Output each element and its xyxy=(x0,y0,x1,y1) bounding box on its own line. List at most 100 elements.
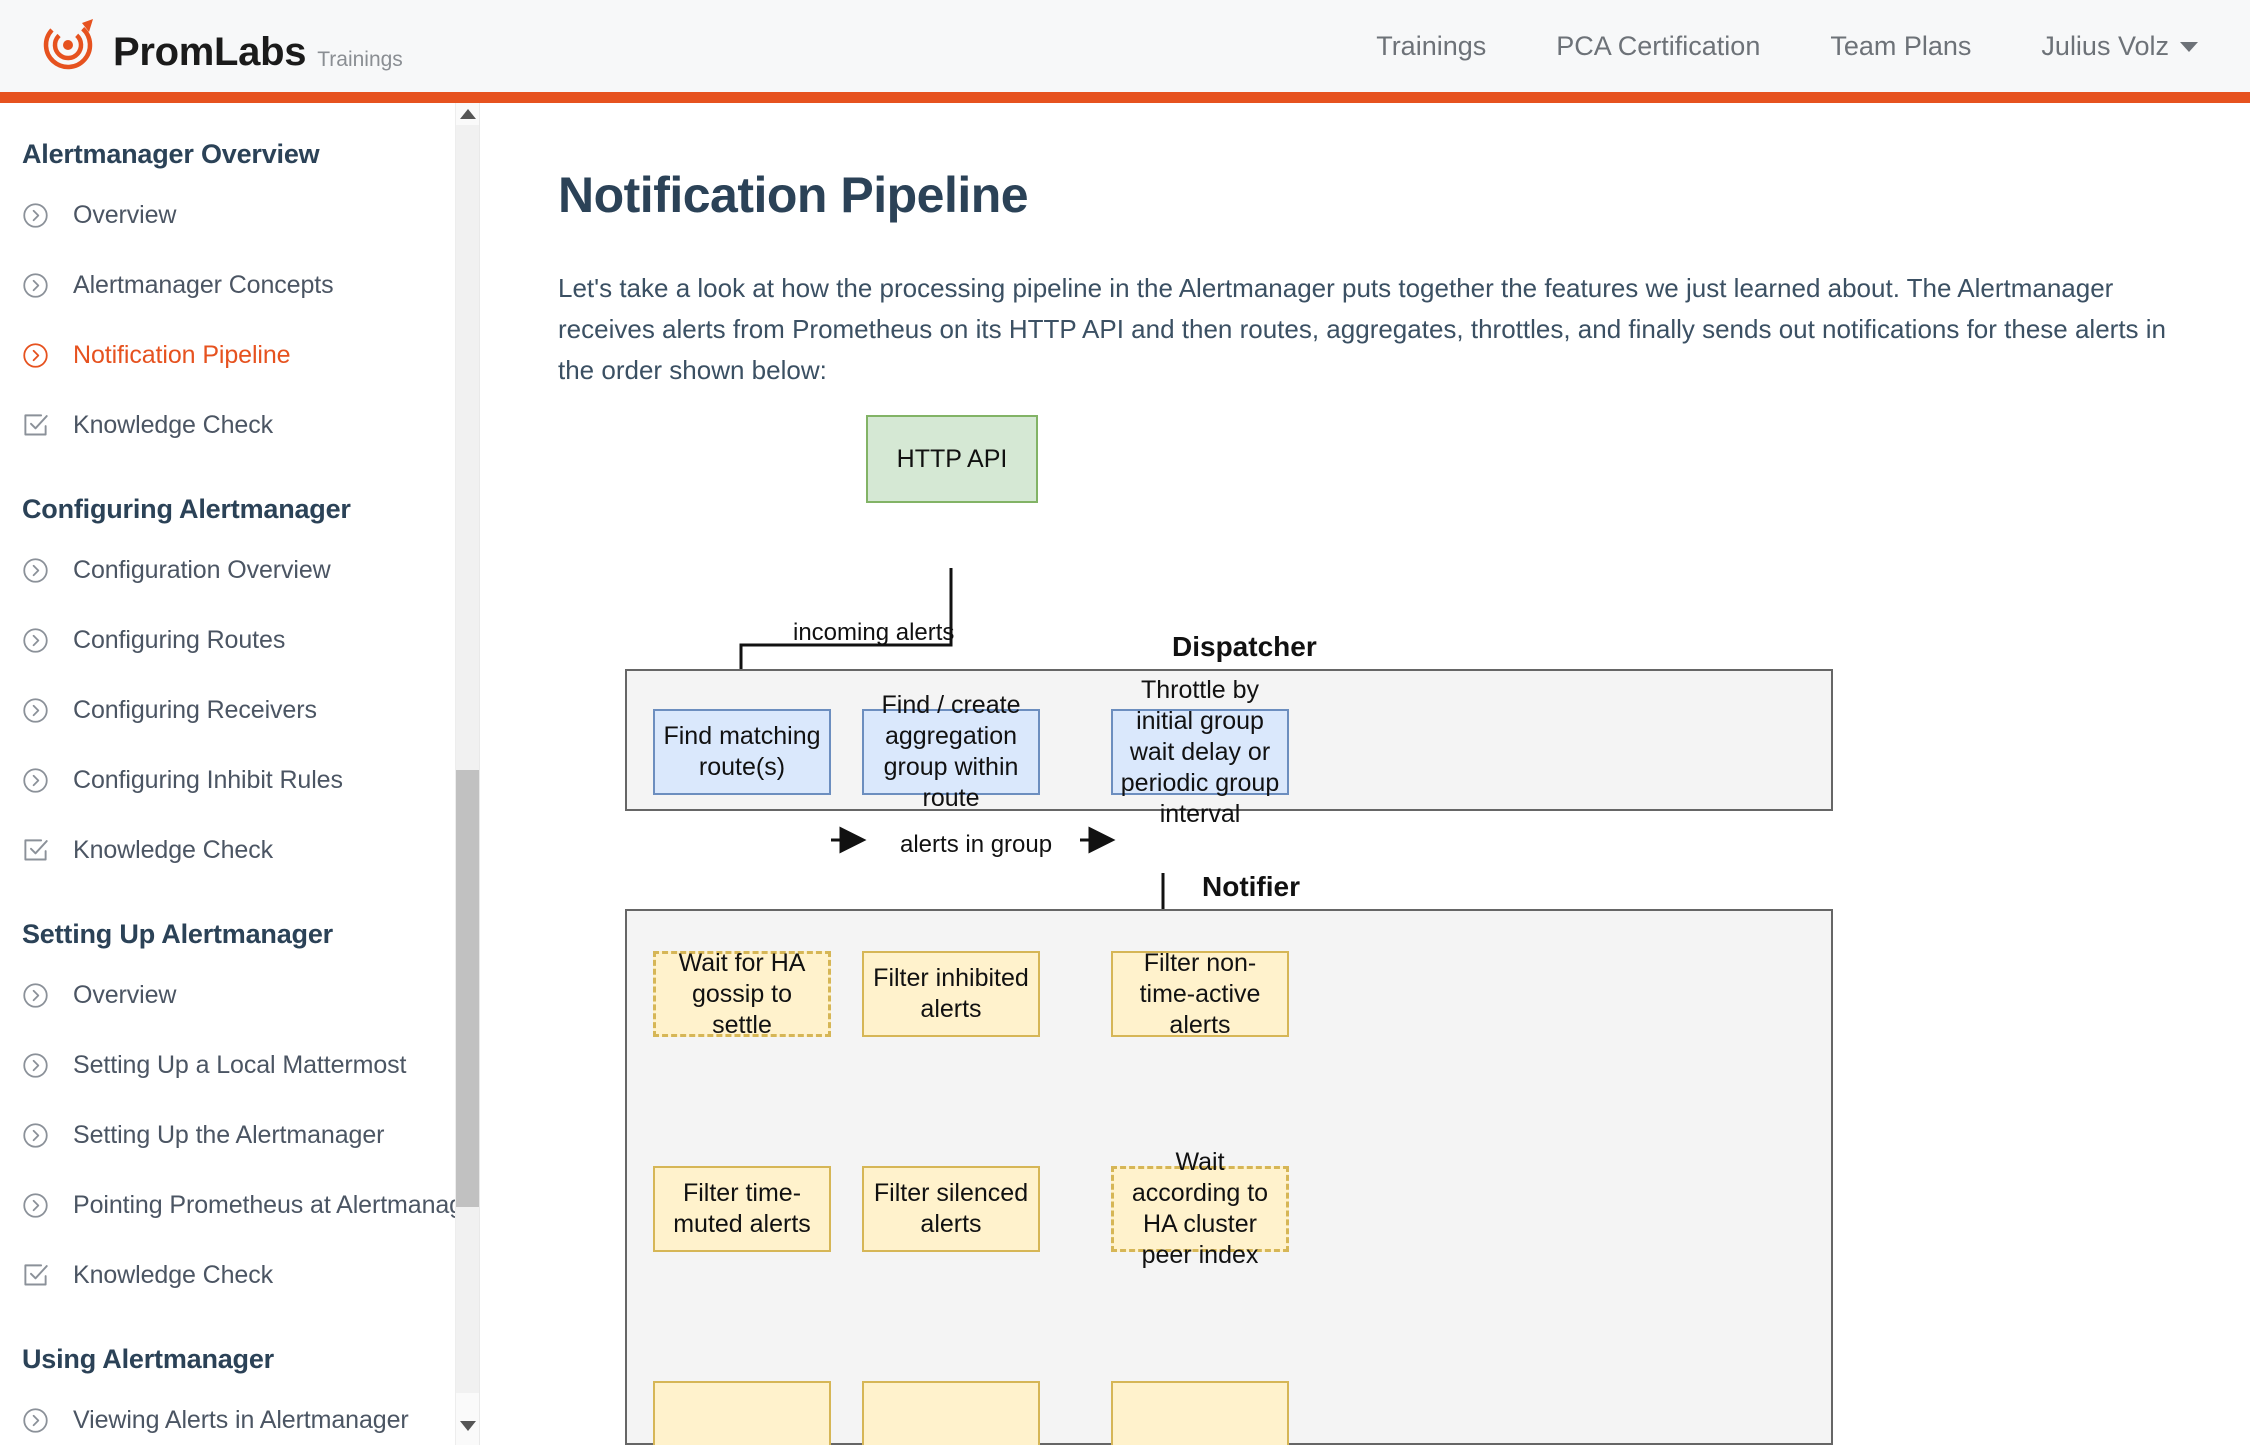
brand-name: PromLabs xyxy=(113,30,307,74)
circle-chevron-right-icon xyxy=(22,557,49,584)
chevron-down-icon xyxy=(2180,42,2198,53)
diagram-node-find-matching-route: Find matching route(s) xyxy=(653,709,831,795)
sidebar-item-label: Setting Up a Local Mattermost xyxy=(73,1050,407,1079)
nav-item-team-plans[interactable]: Team Plans xyxy=(1830,30,1972,61)
checkbox-check-icon xyxy=(22,412,49,439)
sidebar-group-title: Setting Up Alertmanager xyxy=(22,919,333,949)
circle-chevron-right-icon xyxy=(22,1192,49,1219)
sidebar-item-setting-up-the-alertmanager[interactable]: Setting Up the Alertmanager xyxy=(22,1110,455,1160)
circle-chevron-right-icon xyxy=(22,982,49,1009)
sidebar-item-knowledge-check[interactable]: Knowledge Check xyxy=(22,400,455,450)
diagram-node-row3-center xyxy=(862,1381,1040,1445)
diagram-group-label-dispatcher: Dispatcher xyxy=(1172,631,1317,662)
diagram-node-wait-ha-cluster-peer-index: Wait according to HA cluster peer index xyxy=(1111,1148,1289,1269)
sidebar-item-label: Notification Pipeline xyxy=(73,340,291,369)
sidebar-item-notification-pipeline[interactable]: Notification Pipeline xyxy=(22,330,455,380)
nav-item-pca-certification[interactable]: PCA Certification xyxy=(1556,30,1761,61)
page-title: Notification Pipeline xyxy=(558,166,1029,223)
diagram-node-label: Find matching route(s) xyxy=(663,722,821,781)
sidebar-item-label: Viewing Alerts in Alertmanager xyxy=(73,1405,409,1434)
diagram-node-label: Throttle by initial group wait delay or … xyxy=(1120,675,1280,828)
sidebar-item-label: Knowledge Check xyxy=(73,1260,274,1289)
diagram-node-http-api: HTTP API xyxy=(866,415,1038,503)
circle-chevron-right-icon xyxy=(22,1407,49,1434)
sidebar-scrollbar[interactable] xyxy=(455,103,479,1445)
sidebar-item-label: Setting Up the Alertmanager xyxy=(73,1120,385,1149)
circle-chevron-right-icon xyxy=(22,697,49,724)
sidebar-item-label: Alertmanager Concepts xyxy=(73,270,334,299)
diagram-node-find-create-aggregation-group: Find / create aggregation group within r… xyxy=(862,691,1040,812)
checkbox-check-icon xyxy=(22,1262,49,1289)
lesson-intro-paragraph: Let's take a look at how the processing … xyxy=(558,273,2167,385)
diagram-node-filter-inhibited-alerts: Filter inhibited alerts xyxy=(862,951,1040,1037)
diagram-node-wait-for-ha-gossip: Wait for HA gossip to settle xyxy=(653,949,831,1039)
header-accent-rule xyxy=(0,92,2250,103)
sidebar-scrollbar-thumb[interactable] xyxy=(456,770,479,1207)
main-navigation: Trainings PCA Certification Team Plans J… xyxy=(1306,31,2198,62)
sidebar-divider xyxy=(479,103,480,1445)
scroll-down-arrow-icon[interactable] xyxy=(460,1421,476,1431)
promlabs-target-icon xyxy=(42,17,100,75)
sidebar-item-label: Configuring Inhibit Rules xyxy=(73,765,343,794)
sidebar-item-label: Configuring Routes xyxy=(73,625,286,654)
sidebar-group-title: Alertmanager Overview xyxy=(22,139,320,169)
sidebar-item-configuring-inhibit-rules[interactable]: Configuring Inhibit Rules xyxy=(22,755,455,805)
sidebar-item-knowledge-check[interactable]: Knowledge Check xyxy=(22,825,455,875)
diagram-node-label: Filter silenced alerts xyxy=(873,1179,1029,1238)
brand-logo-link[interactable]: PromLabs Trainings xyxy=(42,17,403,75)
circle-chevron-right-icon xyxy=(22,627,49,654)
notification-pipeline-diagram: HTTP API incoming alerts Dispatcher Find… xyxy=(480,103,2250,1445)
brand-subtitle: Trainings xyxy=(317,48,403,71)
diagram-node-throttle-by-group-wait: Throttle by initial group wait delay or … xyxy=(1111,676,1289,828)
sidebar-item-label: Knowledge Check xyxy=(73,410,274,439)
circle-chevron-right-icon xyxy=(22,272,49,299)
checkbox-check-icon xyxy=(22,837,49,864)
sidebar-item-label: Overview xyxy=(73,980,177,1009)
sidebar-item-alertmanager-concepts[interactable]: Alertmanager Concepts xyxy=(22,260,455,310)
diagram-edge-label-incoming-alerts: incoming alerts xyxy=(793,619,955,646)
sidebar-item-configuring-receivers[interactable]: Configuring Receivers xyxy=(22,685,455,735)
circle-chevron-right-icon xyxy=(22,1122,49,1149)
diagram-node-row3-right xyxy=(1111,1381,1289,1445)
diagram-group-label-notifier: Notifier xyxy=(1202,871,1300,902)
lesson-content: Notification Pipeline Let's take a look … xyxy=(480,103,2250,1445)
diagram-node-label: Wait for HA gossip to settle xyxy=(678,948,806,1039)
sidebar-item-overview[interactable]: Overview xyxy=(22,190,455,240)
sidebar-item-configuring-routes[interactable]: Configuring Routes xyxy=(22,615,455,665)
sidebar-item-label: Overview xyxy=(73,200,177,229)
circle-chevron-right-icon xyxy=(22,1052,49,1079)
sidebar-item-label: Pointing Prometheus at Alertmanager xyxy=(73,1190,455,1219)
diagram-node-filter-time-muted-alerts: Filter time-muted alerts xyxy=(653,1166,831,1252)
sidebar-item-configuration-overview[interactable]: Configuration Overview xyxy=(22,545,455,595)
site-header: PromLabs Trainings Trainings PCA Certifi… xyxy=(0,0,2250,92)
sidebar-group-title: Using Alertmanager xyxy=(22,1344,274,1374)
diagram-node-label: Wait according to HA cluster peer index xyxy=(1131,1148,1269,1269)
diagram-node-label: Find / create aggregation group within r… xyxy=(881,691,1021,812)
diagram-node-filter-non-time-active-alerts: Filter non-time-active alerts xyxy=(1111,949,1289,1039)
sidebar-item-setting-up-a-local-mattermost[interactable]: Setting Up a Local Mattermost xyxy=(22,1040,455,1090)
sidebar-group-title: Configuring Alertmanager xyxy=(22,494,351,524)
sidebar-item-overview[interactable]: Overview xyxy=(22,970,455,1020)
sidebar-item-label: Configuring Receivers xyxy=(73,695,317,724)
circle-chevron-right-icon xyxy=(22,767,49,794)
sidebar-item-pointing-prometheus-at-alertmanager[interactable]: Pointing Prometheus at Alertmanager xyxy=(22,1180,455,1230)
diagram-node-label: Filter non-time-active alerts xyxy=(1139,948,1261,1039)
diagram-node-label: Filter time-muted alerts xyxy=(673,1179,811,1238)
sidebar-item-label: Configuration Overview xyxy=(73,555,331,584)
sidebar-item-knowledge-check[interactable]: Knowledge Check xyxy=(22,1250,455,1300)
circle-chevron-right-icon xyxy=(22,342,49,369)
diagram-node-row3-left xyxy=(653,1381,831,1445)
diagram-edge-label-alerts-in-group: alerts in group xyxy=(900,831,1053,858)
scroll-up-arrow-icon[interactable] xyxy=(460,109,476,119)
nav-item-user-menu[interactable]: Julius Volz xyxy=(2041,31,2198,62)
sidebar-item-viewing-alerts-in-alertmanager[interactable]: Viewing Alerts in Alertmanager xyxy=(22,1395,455,1445)
diagram-node-label: Filter inhibited alerts xyxy=(873,964,1029,1023)
nav-item-trainings[interactable]: Trainings xyxy=(1376,30,1487,61)
diagram-node-label: HTTP API xyxy=(896,444,1008,473)
sidebar-item-label: Knowledge Check xyxy=(73,835,274,864)
user-menu-label: Julius Volz xyxy=(2041,30,2169,61)
diagram-node-filter-silenced-alerts: Filter silenced alerts xyxy=(862,1166,1040,1252)
circle-chevron-right-icon xyxy=(22,202,49,229)
